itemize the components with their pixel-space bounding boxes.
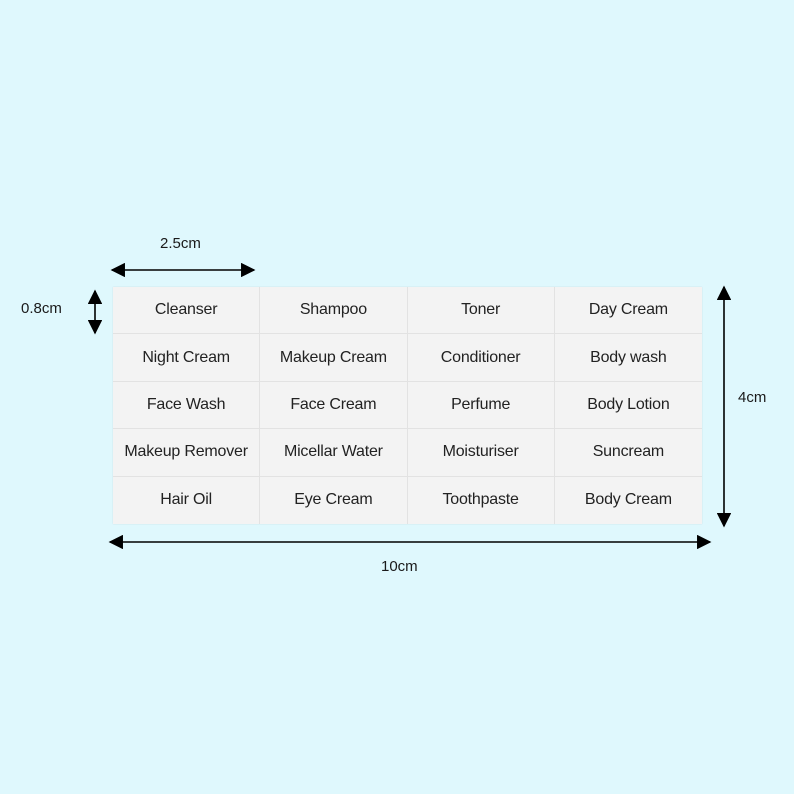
label-cell: Eye Cream	[260, 476, 408, 524]
label-cell: Body Lotion	[554, 382, 702, 430]
label-cell: Body Cream	[584, 491, 672, 509]
label-cell: Moisturiser	[407, 429, 555, 477]
label-cell: Face Cream	[260, 381, 408, 430]
sheet-height-text: 4cm	[738, 389, 767, 406]
label-cell: Body wash	[554, 334, 702, 382]
label-height-text: 0.8cm	[21, 300, 62, 317]
label-cell: Day Cream	[554, 287, 702, 335]
label-cell: Face Wash	[113, 381, 261, 430]
label-cell: Cleanser	[113, 287, 261, 335]
label-cell: Perfume	[407, 381, 555, 430]
label-cell: Makeup Cream	[260, 334, 408, 382]
label-cell: Suncream	[554, 429, 702, 477]
sheet-width-text: 10cm	[381, 558, 418, 575]
label-cell: Night Cream	[113, 334, 261, 382]
label-width-text: 2.5cm	[160, 235, 201, 252]
label-cell: Shampoo	[260, 287, 408, 335]
label-cell: Toothpaste	[408, 476, 555, 524]
label-cell: Makeup Remover	[113, 429, 261, 477]
label-cell: Micellar Water	[260, 429, 408, 477]
label-cell: Conditioner	[407, 334, 555, 382]
label-cell: Toner	[407, 287, 555, 335]
label-cell: Hair Oil	[113, 476, 261, 524]
